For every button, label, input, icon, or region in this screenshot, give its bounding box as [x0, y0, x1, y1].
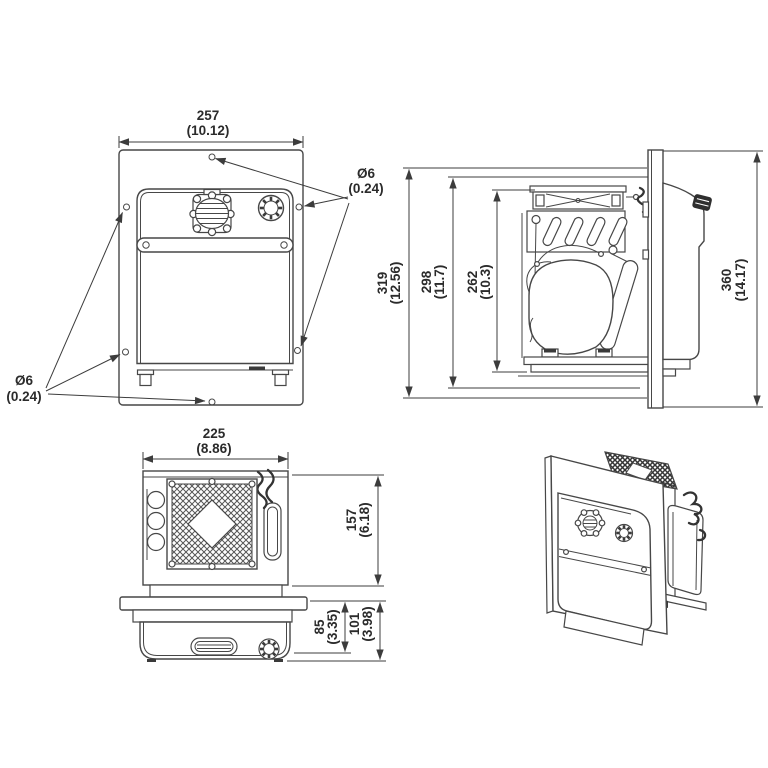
top-dim-depth: 157 (6.18): [292, 474, 384, 587]
dim-side-inner-in: (11.7): [432, 265, 447, 300]
dim-side-unit-in: (10.3): [478, 264, 493, 299]
side-dim-panel-height: 360 (14.17): [663, 150, 763, 408]
front-vent-grille-icon: [189, 188, 235, 237]
iso-vent-grille-icon: [574, 509, 606, 537]
callout-hole-top-dia: Ø6: [357, 166, 376, 181]
dim-side-overall-mm: 319: [375, 272, 390, 295]
callout-hole-top-in: (0.24): [348, 181, 383, 196]
iso-compressor: [654, 491, 707, 611]
dim-top-front-a-in: (3.35): [325, 609, 340, 644]
side-dim-inner-height: 298 (11.7): [419, 176, 648, 389]
mounting-hole: [122, 348, 129, 356]
top-fan-grille-icon: [166, 477, 258, 571]
top-vent-grille-icon: [190, 637, 238, 656]
dim-side-overall-in: (12.56): [388, 262, 403, 305]
compressor: [528, 259, 614, 355]
iso-fan-grille-icon: [604, 451, 678, 490]
isometric-view: [544, 451, 707, 646]
condenser-coil: [146, 490, 166, 510]
dim-side-panel-mm: 360: [719, 269, 734, 292]
side-dim-overall-height: 319 (12.56): [375, 167, 647, 399]
dim-top-front-b-in: (3.98): [360, 606, 375, 641]
callout-hole-bottom-in: (0.24): [6, 389, 41, 404]
dim-side-panel-in: (14.17): [733, 259, 748, 302]
dim-front-width-mm: 257: [197, 108, 220, 123]
side-control-knob-icon: [692, 194, 712, 211]
dim-top-depth-in: (6.18): [357, 502, 372, 537]
dim-top-width-mm: 225: [203, 426, 226, 441]
screw-icon: [640, 566, 647, 573]
dim-front-width-in: (10.12): [187, 123, 230, 138]
iso-front-cover: [557, 492, 653, 646]
side-section-view: 319 (12.56) 298 (11.7) 262 (10.3) 360 (1…: [375, 149, 763, 409]
front-hole-callout-bottom: Ø6 (0.24): [6, 212, 206, 405]
foot-left: [136, 369, 155, 387]
top-dim-width: 225 (8.86): [142, 426, 289, 469]
front-dim-width: 257 (10.12): [118, 108, 304, 148]
dim-top-width-in: (8.86): [196, 441, 231, 456]
wiring-bundle: [682, 491, 703, 526]
base-plate: [523, 356, 657, 366]
screw-icon: [142, 241, 150, 249]
top-dim-front-depth-a: 85 (3.35): [294, 600, 386, 654]
side-dim-unit-height: 262 (10.3): [465, 189, 535, 373]
dim-side-inner-mm: 298: [419, 270, 434, 293]
mounting-hole: [294, 347, 301, 354]
iso-control-knob-icon: [614, 523, 634, 543]
mounting-hole: [123, 203, 130, 211]
foot-right: [271, 369, 290, 387]
receiver-cylinder: [263, 502, 282, 561]
top-control-knob-icon: [258, 638, 280, 660]
dim-top-front-b-mm: 101: [347, 612, 362, 635]
side-front-cover: [662, 182, 712, 377]
screw-icon: [280, 241, 288, 249]
top-dim-front-depth-b: 101 (3.98): [287, 602, 386, 662]
dim-side-unit-mm: 262: [465, 271, 480, 294]
mounting-hole: [208, 398, 216, 406]
side-unit-internals: [518, 185, 657, 377]
front-hole-callout-top: Ø6 (0.24): [215, 157, 384, 347]
mounting-hole: [295, 203, 303, 211]
fan-bracket: [529, 185, 627, 193]
front-control-knob-icon: [257, 194, 285, 222]
screw-icon: [562, 548, 569, 555]
top-view: 225 (8.86) 157 (6.18) 85 (3.35) 101 (3.9…: [119, 426, 386, 662]
callout-hole-bottom-dia: Ø6: [15, 373, 34, 388]
iso-cover-skirt: [563, 610, 645, 646]
dim-top-front-a-mm: 85: [312, 619, 327, 635]
top-flange-and-cover: [119, 584, 308, 662]
dim-top-depth-mm: 157: [344, 509, 359, 532]
mounting-flange: [119, 596, 308, 611]
front-view: 257 (10.12) Ø6 (0.24) Ø6 (0.24): [6, 108, 384, 406]
trim-strip: [136, 237, 294, 253]
front-cover: [136, 188, 294, 387]
mounting-hole: [208, 153, 216, 161]
